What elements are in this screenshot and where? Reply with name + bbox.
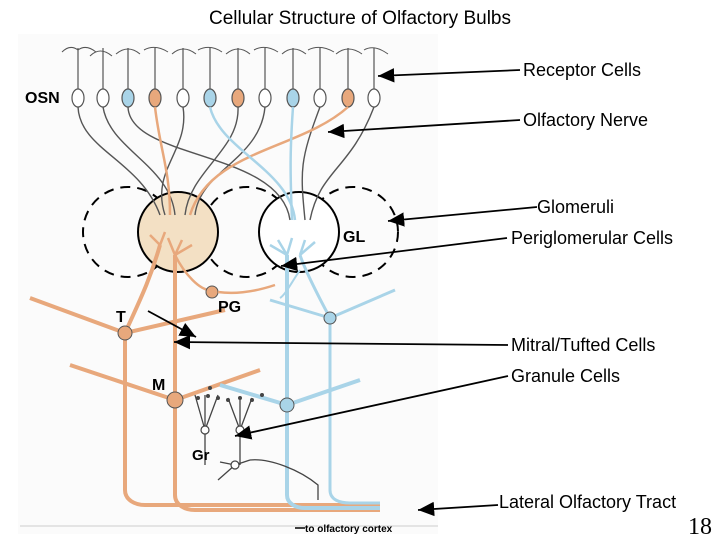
receptor-cell xyxy=(71,48,85,108)
blue-pg-process xyxy=(279,269,301,299)
receptor-cell xyxy=(148,48,162,108)
label-gl: GL xyxy=(343,229,365,246)
label-gr: Gr xyxy=(192,447,210,464)
receptor-cell xyxy=(176,48,190,108)
mitral-cell-body xyxy=(166,391,184,409)
periglomerular-cell-body xyxy=(205,285,219,299)
receptor-cell xyxy=(313,48,327,108)
tufted-cell-body xyxy=(117,325,133,341)
receptor-cell xyxy=(96,48,110,108)
label-pg: PG xyxy=(218,299,241,316)
blue-tufts xyxy=(269,237,316,257)
receptor-cells-label: Receptor Cells xyxy=(523,60,642,80)
periglomerular-label: Periglomerular Cells xyxy=(511,228,674,248)
blue-tufted-cell xyxy=(269,254,396,505)
blue-mitral-cell xyxy=(219,255,380,510)
dendritic-spines xyxy=(196,386,264,402)
granule-cells-label: Granule Cells xyxy=(511,366,621,386)
nerve-axons-colored xyxy=(153,106,349,221)
nerve-axons xyxy=(77,106,375,221)
lateral-tract-label: Lateral Olfactory Tract xyxy=(499,492,677,512)
figure-panel xyxy=(18,34,438,534)
pg-process xyxy=(217,283,276,295)
granule-cells xyxy=(194,394,319,500)
label-cortex: to olfactory cortex xyxy=(305,524,393,535)
label-t: T xyxy=(116,309,126,326)
glomeruli-label: Glomeruli xyxy=(537,197,615,217)
blue-tufted-cell-body xyxy=(323,311,337,325)
mitral-cell xyxy=(69,255,380,512)
receptor-cells xyxy=(71,48,381,108)
label-m: M xyxy=(152,377,165,394)
pointer-arrows xyxy=(147,68,538,517)
blue-mitral-cell-body xyxy=(279,397,295,413)
mitral-tufted-label: Mitral/Tufted Cells xyxy=(511,335,656,355)
receptor-cilia xyxy=(61,46,389,57)
page-number: 18 xyxy=(688,514,712,540)
label-osn: OSN xyxy=(25,90,60,107)
olfactory-nerve-label: Olfactory Nerve xyxy=(523,110,649,130)
receptor-cell xyxy=(121,48,135,108)
slide-title: Cellular Structure of Olfactory Bulbs xyxy=(208,8,511,29)
